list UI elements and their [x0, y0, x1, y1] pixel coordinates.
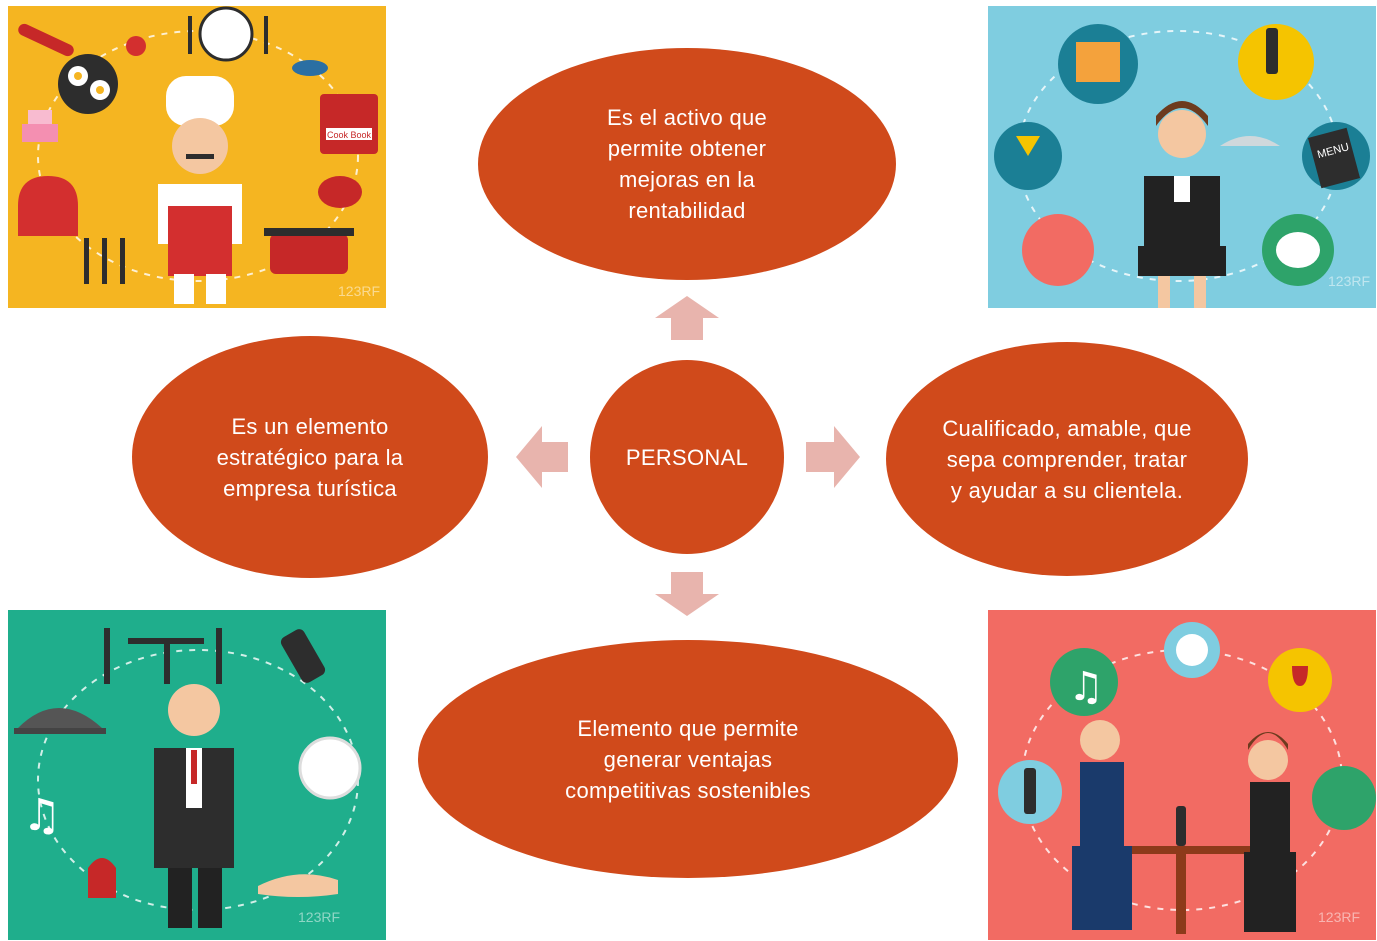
arrow-down-icon: [655, 572, 719, 616]
node-left-text: Es un elemento estratégico para la empre…: [216, 413, 404, 501]
chef-figure: [158, 76, 242, 304]
couple-dining-illustration: ♫ 123RF: [988, 610, 1376, 940]
watermark-text: 123RF: [1328, 273, 1370, 289]
arrow-up-icon: [655, 296, 719, 340]
node-bottom-text: Elemento que permite generar ventajas co…: [565, 715, 811, 803]
butler-illustration: ♫ 123RF: [8, 610, 386, 940]
arrow-right-icon: [806, 426, 860, 488]
butler-figure: [154, 684, 234, 928]
chef-illustration: Cook Book 123RF: [8, 6, 386, 308]
center-node: PERSONAL: [590, 360, 784, 554]
cookbook-label: Cook Book: [327, 130, 372, 140]
arrow-left-icon: [516, 426, 568, 488]
center-node-label: PERSONAL: [625, 444, 749, 470]
woman-figure: [1244, 732, 1296, 932]
node-right-text: Cualificado, amable, que sepa comprender…: [942, 415, 1192, 503]
waitress-illustration: MENU 123RF: [988, 6, 1376, 308]
watermark-text: 123RF: [338, 283, 380, 299]
man-figure: [1072, 720, 1132, 930]
node-bottom: Elemento que permite generar ventajas co…: [418, 640, 958, 878]
node-right: Cualificado, amable, que sepa comprender…: [886, 342, 1248, 576]
watermark-text: 123RF: [1318, 909, 1360, 925]
frying-pan-icon: [18, 23, 118, 114]
waitress-figure: [1138, 101, 1280, 308]
node-top-text: Es el activo que permite obtener mejoras…: [606, 105, 768, 223]
watermark-text: 123RF: [298, 909, 340, 925]
music-note-icon: ♫: [1068, 664, 1104, 710]
table-icon: [104, 628, 222, 684]
node-top: Es el activo que permite obtener mejoras…: [478, 48, 896, 280]
node-left: Es un elemento estratégico para la empre…: [132, 336, 488, 578]
music-note-icon: ♫: [22, 790, 61, 841]
